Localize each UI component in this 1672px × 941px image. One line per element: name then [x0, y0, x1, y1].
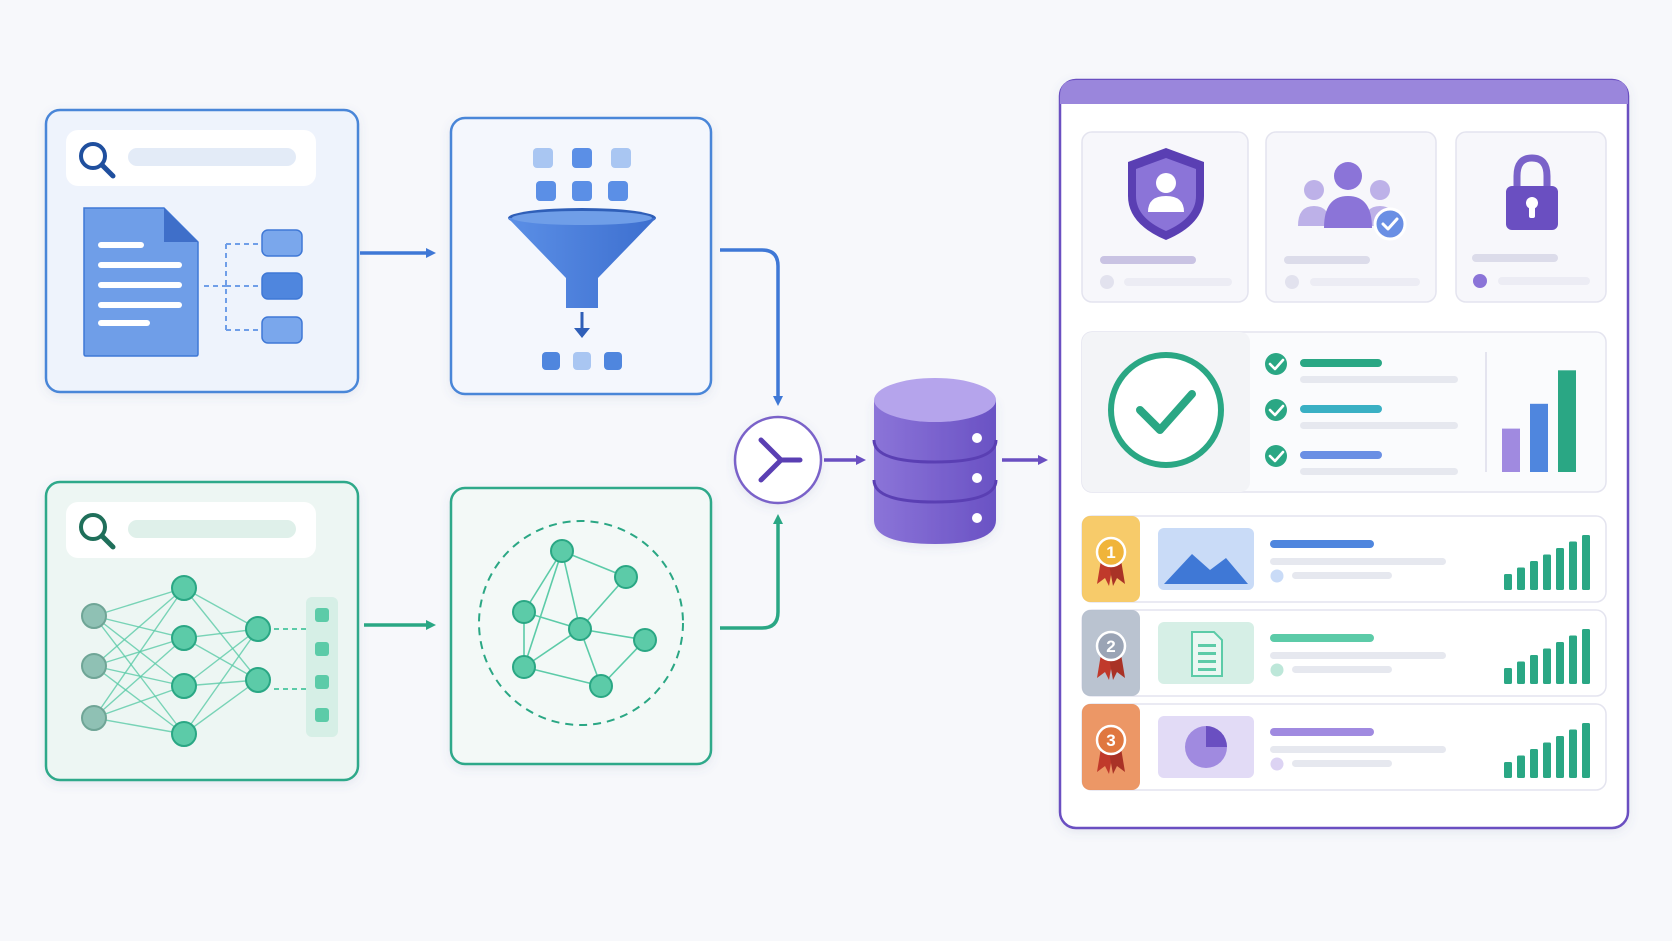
network-node — [171, 575, 197, 601]
padlock-icon — [1506, 154, 1558, 230]
network-node — [171, 721, 197, 747]
keyword-token — [261, 316, 303, 344]
security-card-users[interactable] — [1265, 131, 1437, 303]
semantic-search-panel — [44, 480, 360, 782]
validation-card — [1081, 331, 1607, 493]
results-panel-header-bar — [1060, 80, 1628, 104]
rank-number: 2 — [1106, 637, 1115, 656]
input-items-grid — [533, 148, 631, 201]
graph-node — [550, 539, 574, 563]
validation-bar — [1530, 403, 1548, 472]
relevance-signal-icon — [1504, 723, 1590, 778]
keyword-filter-panel — [449, 116, 713, 396]
checklist-item — [1265, 399, 1458, 429]
relevance-signal-icon — [1504, 535, 1590, 590]
graph-node — [512, 600, 536, 624]
document-icon — [83, 207, 199, 357]
graph-node — [512, 655, 536, 679]
graph-cluster-icon — [512, 539, 657, 698]
graph-node — [589, 674, 613, 698]
ranked-result-row[interactable]: 3 — [1081, 703, 1607, 791]
network-node — [81, 653, 107, 679]
checklist-item — [1265, 445, 1458, 475]
validation-checklist — [1265, 353, 1458, 475]
keyword-search-panel — [44, 108, 360, 394]
check-circle-icon — [1108, 352, 1224, 468]
rank-number: 1 — [1106, 543, 1115, 562]
network-node — [245, 616, 271, 642]
semantic-graph-panel — [449, 486, 713, 766]
validation-bar — [1502, 428, 1520, 472]
keyword-search-bar[interactable] — [66, 130, 316, 186]
search-icon — [79, 513, 116, 550]
network-node — [81, 603, 107, 629]
semantic-search-bar[interactable] — [66, 502, 316, 558]
keyword-extraction-tree — [204, 229, 303, 344]
network-node — [245, 667, 271, 693]
ranked-result-row[interactable]: 1 — [1081, 515, 1607, 603]
keyword-token — [261, 272, 303, 300]
graph-node — [568, 617, 592, 641]
search-placeholder-bar — [128, 520, 296, 538]
graph-node — [633, 628, 657, 652]
ranked-results-list: 1 2 3 — [1081, 515, 1607, 791]
cluster-boundary — [478, 520, 684, 726]
document-thumbnail-icon — [1158, 622, 1254, 684]
relevance-signal-icon — [1504, 629, 1590, 684]
search-icon — [79, 142, 116, 179]
pie-chart-thumbnail-icon — [1158, 716, 1254, 778]
neural-network-icon — [81, 575, 271, 747]
security-card-shield[interactable] — [1081, 131, 1249, 303]
checklist-item — [1265, 353, 1458, 383]
network-node — [171, 625, 197, 651]
network-node — [171, 673, 197, 699]
merge-node — [733, 415, 823, 505]
users-verified-icon — [1298, 162, 1407, 241]
image-thumbnail-icon — [1158, 528, 1254, 590]
filtered-items-row — [542, 352, 622, 370]
results-panel: 1 2 3 — [1058, 78, 1630, 830]
medal-gold-icon: 1 — [1095, 536, 1127, 586]
shield-user-icon — [1128, 148, 1204, 240]
database-icon — [872, 378, 998, 544]
rank-number: 3 — [1106, 731, 1115, 750]
graph-node — [614, 565, 638, 589]
arrow-filter-to-merge — [720, 248, 783, 406]
network-node — [81, 705, 107, 731]
keyword-token — [261, 229, 303, 257]
medal-bronze-icon: 3 — [1095, 724, 1127, 774]
ranked-result-row[interactable]: 2 — [1081, 609, 1607, 697]
validation-bar-chart — [1502, 370, 1576, 472]
security-card-lock[interactable] — [1455, 131, 1607, 303]
arrow-graph-to-merge — [720, 514, 783, 630]
medal-silver-icon: 2 — [1095, 630, 1127, 680]
search-placeholder-bar — [128, 148, 296, 166]
validation-bar — [1558, 370, 1576, 472]
merge-icon — [758, 437, 803, 483]
embedding-vector — [274, 597, 338, 737]
funnel-icon — [508, 208, 656, 338]
